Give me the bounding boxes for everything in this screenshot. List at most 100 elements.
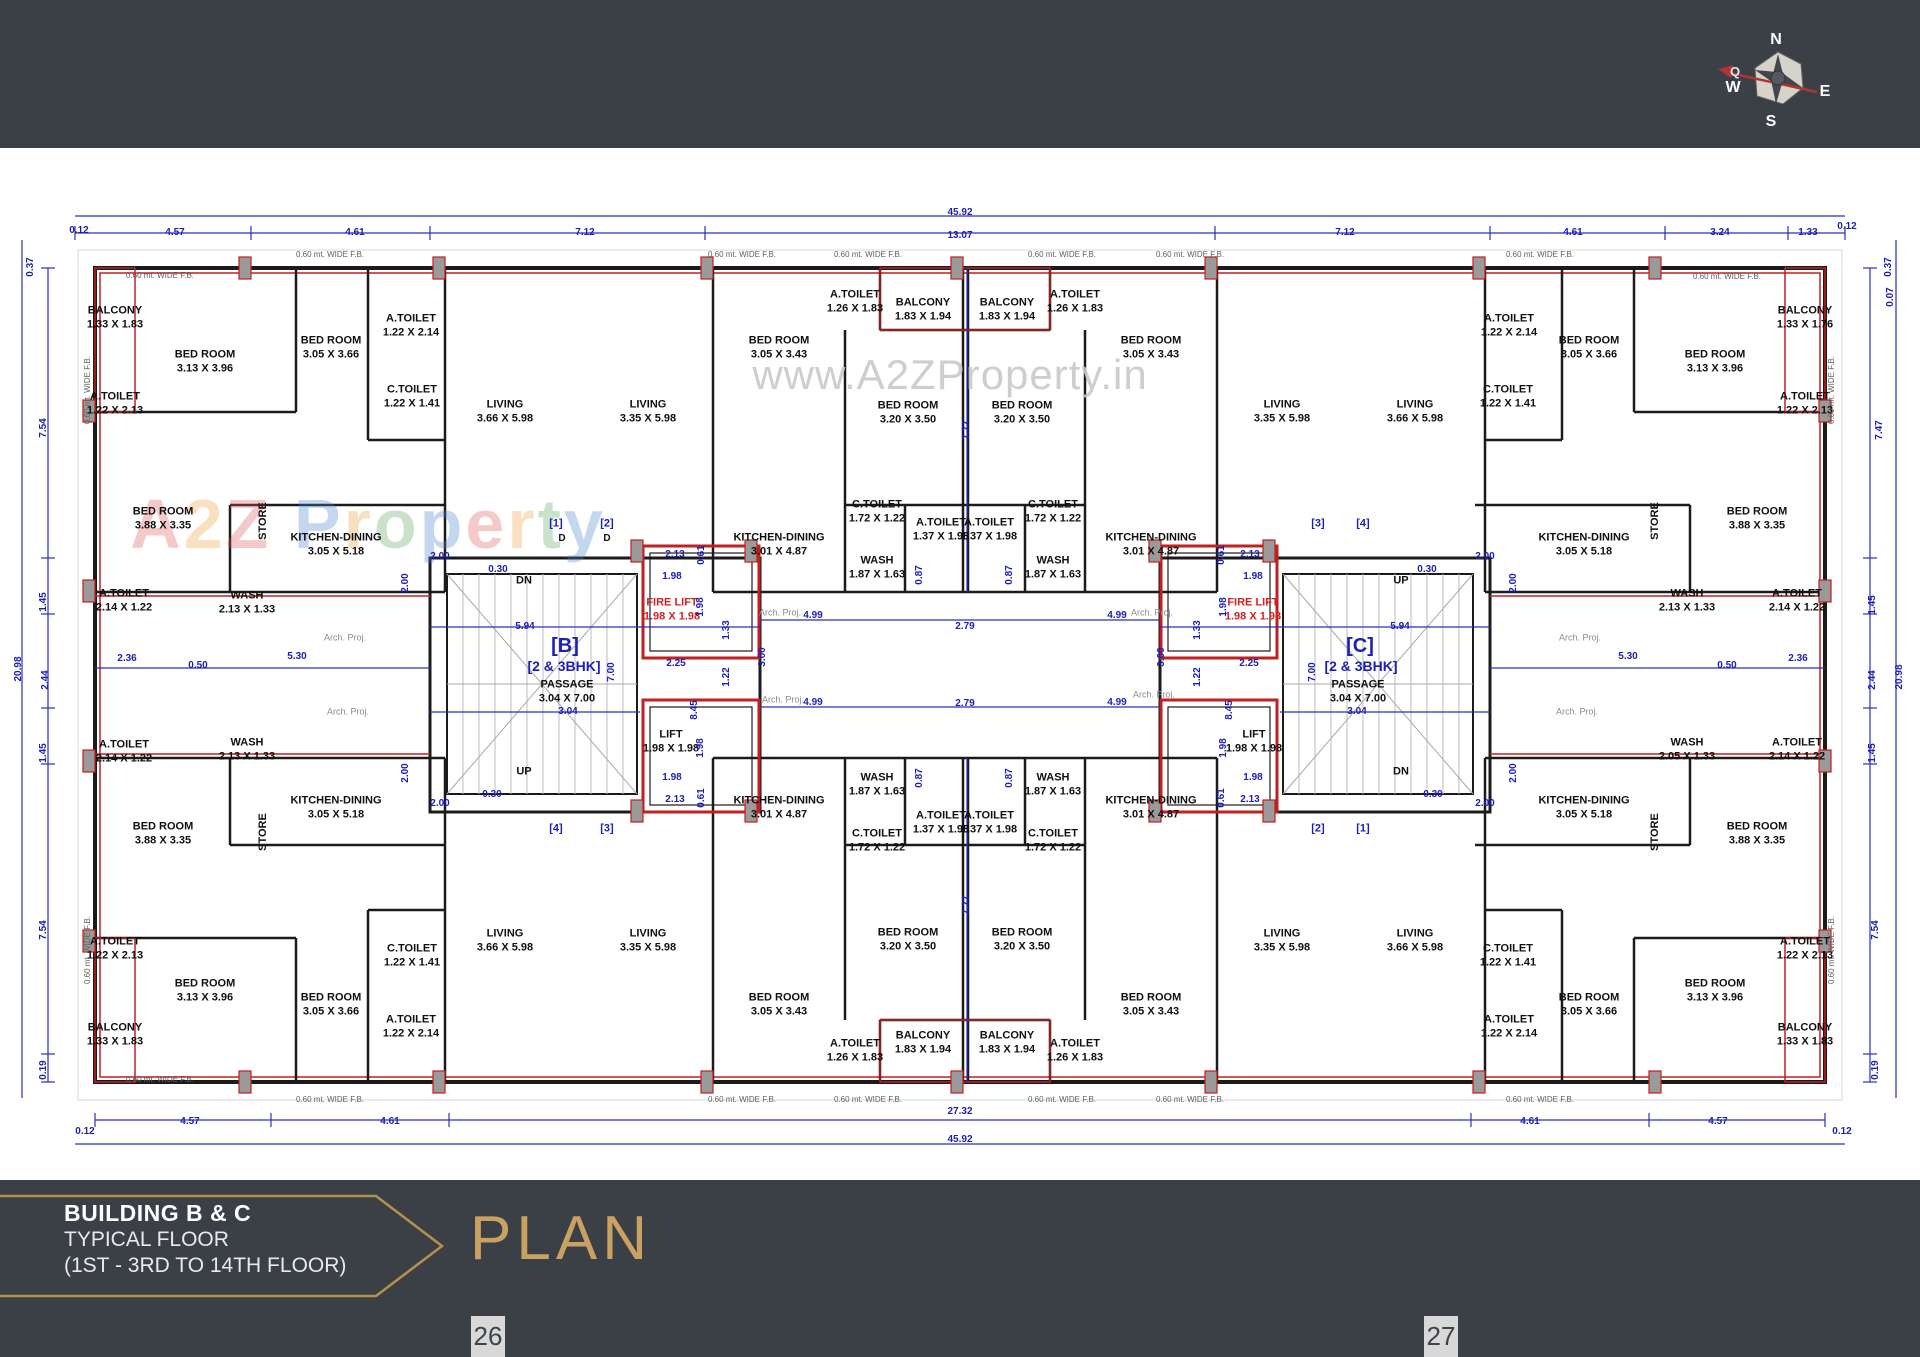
dimension-label: 0.19 [38, 1060, 49, 1080]
compass-e: E [1820, 83, 1831, 100]
dimension-label: 5.30 [1618, 651, 1638, 662]
flower-bed-annotation: 0.60 mt. WIDE F.B. [83, 915, 92, 985]
dimension-label: 4.61 [380, 1116, 400, 1127]
dimension-label: 2.44 [40, 670, 51, 690]
arch-projection-annotation: Arch. Proj. [323, 632, 367, 643]
dimension-label: 45.92 [947, 207, 973, 218]
dimension-label: 5.94 [1390, 621, 1410, 632]
dimension-label: 0.61 [1216, 545, 1227, 565]
dimension-label: 1.22 [721, 667, 732, 687]
core-label: [B] [551, 635, 579, 657]
arch-projection-annotation: Arch. Proj. [1132, 689, 1176, 700]
dimension-label: 7.77 [961, 420, 972, 440]
dimension-label: 4.99 [803, 610, 823, 621]
room-label: STORE [257, 813, 270, 851]
core-label: [C] [1346, 635, 1374, 657]
dimension-label: 0.37 [25, 257, 36, 277]
flower-bed-annotation: 0.60 mt. WIDE F.B. [707, 1095, 777, 1104]
dimension-label: 0.30 [1417, 564, 1437, 575]
dimension-label: 2.00 [1508, 763, 1519, 783]
dimension-label: 7.54 [38, 418, 49, 438]
dimension-label: 7.00 [1307, 662, 1318, 682]
dimension-label: 0.12 [1832, 1126, 1852, 1137]
room-label: STORE [1649, 813, 1662, 851]
dimension-label: 3.04 [1347, 706, 1367, 717]
arch-projection-annotation: Arch. Proj. [1130, 607, 1174, 618]
flower-bed-annotation: 0.60 mt. WIDE F.B. [1155, 1095, 1225, 1104]
dimension-label: 2.79 [955, 698, 975, 709]
core-label: DN [1393, 765, 1409, 778]
unit-marker: [1] [549, 517, 563, 530]
title-ribbon [0, 1194, 445, 1298]
compass-w: W [1725, 79, 1741, 96]
flower-bed-annotation: 0.60 mt. WIDE F.B. [1027, 250, 1097, 259]
dimension-label: 5.30 [287, 651, 307, 662]
dimension-label: 3.04 [558, 706, 578, 717]
core-label: [2 & 3BHK] [527, 658, 601, 674]
dimension-label: 1.98 [1243, 772, 1263, 783]
dimension-label: 1.33 [1192, 620, 1203, 640]
dimension-label: 1.98 [662, 772, 682, 783]
dimension-label: 4.61 [1520, 1116, 1540, 1127]
dimension-label: 1.33 [1798, 227, 1818, 238]
dimension-label: 1.98 [695, 597, 706, 617]
flower-bed-annotation: 0.60 mt. WIDE F.B. [1027, 1095, 1097, 1104]
dimension-label: 0.61 [1216, 788, 1227, 808]
dimension-label: 0.50 [1717, 660, 1737, 671]
unit-marker: [4] [1356, 517, 1370, 530]
core-label: [2 & 3BHK] [1324, 658, 1398, 674]
dimension-label: 0.12 [75, 1126, 95, 1137]
dimension-label: 0.12 [69, 225, 89, 236]
dimension-label: 0.37 [1883, 257, 1894, 277]
dimension-label: 2.79 [955, 621, 975, 632]
dimension-label: 1.33 [721, 620, 732, 640]
dimension-label: 0.87 [914, 768, 925, 788]
dimension-label: 8.45 [1224, 700, 1235, 720]
flower-bed-annotation: 0.60 mt. WIDE F.B. [1505, 250, 1575, 259]
dimension-label: 0.30 [1423, 789, 1443, 800]
dimension-label: 2.00 [430, 551, 450, 562]
flower-bed-annotation: 0.60 mt. WIDE F.B. [125, 271, 195, 280]
dimension-label: 2.00 [1508, 573, 1519, 593]
dimension-label: 7.47 [1874, 420, 1885, 440]
compass-icon: N S E W Q [1718, 31, 1831, 130]
dimension-label: 2.00 [400, 763, 411, 783]
compass-s: S [1766, 113, 1777, 130]
dimension-label: 4.61 [1563, 227, 1583, 238]
dimension-label: 2.00 [1475, 798, 1495, 809]
dimension-label: 0.30 [482, 789, 502, 800]
dimension-label: 0.19 [1870, 1060, 1881, 1080]
plan-word: PLAN [470, 1204, 652, 1273]
dimension-label: 7.54 [38, 920, 49, 940]
dimension-label: 1.98 [695, 738, 706, 758]
dimension-label: 0.61 [696, 788, 707, 808]
